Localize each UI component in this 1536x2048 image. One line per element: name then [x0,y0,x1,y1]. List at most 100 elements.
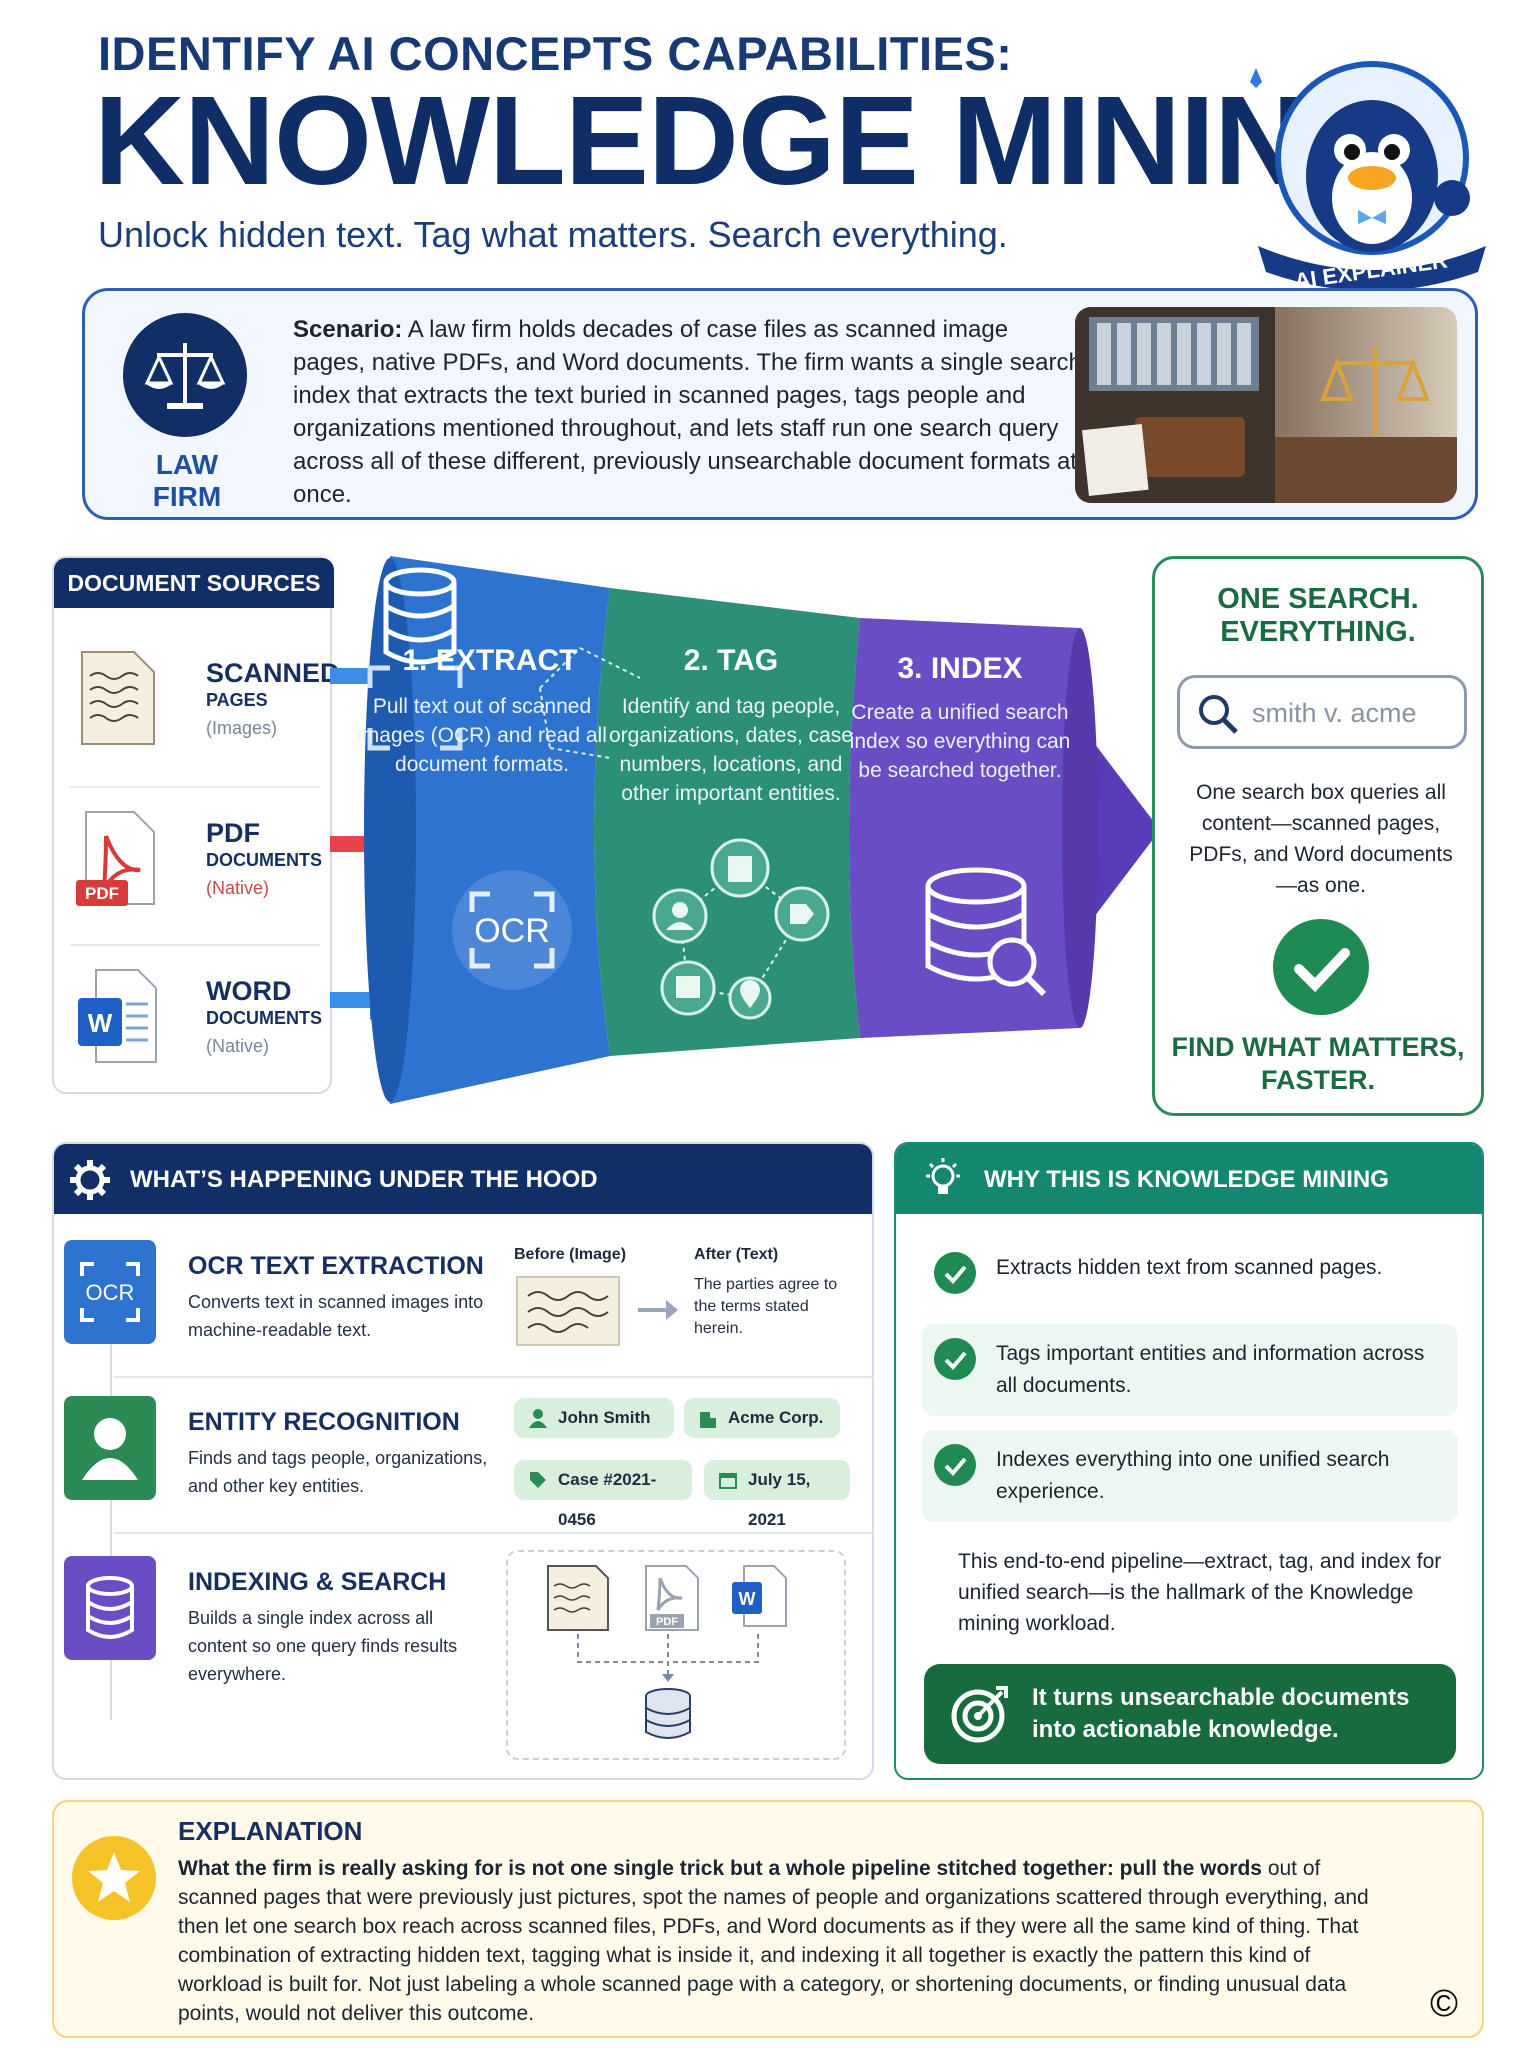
explanation-lead: What the firm is really asking for is no… [178,1857,1262,1880]
stage-text: Pull text out of scanned images (OCR) an… [357,695,607,776]
entity-chip: July 15, 2021 [704,1460,850,1529]
check-icon [934,1444,976,1486]
why-banner: It turns unsearchable documents into act… [924,1664,1456,1764]
target-icon [951,1686,1008,1743]
hood-row-desc: Builds a single index across all content… [188,1608,458,1684]
document-sources-panel: DOCUMENT SOURCES SCANNED PAGES (Images) … [52,556,340,1094]
entity-chip: John Smith [514,1398,674,1438]
why-banner-text: It turns unsearchable documents into act… [1032,1684,1410,1743]
entity-chip-label: Case #2021-0456 [558,1470,657,1529]
source-note: (Images) [206,718,278,738]
entity-network-icon [539,647,641,759]
why-item: Indexes everything into one unified sear… [922,1430,1458,1522]
penguin-mascot-icon: AI EXPLAINER [1250,61,1486,294]
entity-chip-label: John Smith [558,1408,651,1427]
source-note: (Native) [206,1036,270,1056]
source-scanned-pages: SCANNED PAGES (Images) [70,628,340,768]
pdf-icon: PDF [76,811,155,906]
under-the-hood-panel: WHAT’S HAPPENING UNDER THE HOOD OCR OCR … [52,1142,874,1780]
why-item-text: Indexes everything into one unified sear… [996,1448,1390,1503]
why-description: This end-to-end pipeline—extract, tag, a… [958,1550,1442,1635]
lightbulb-icon [926,1158,960,1194]
building-icon [700,1412,716,1428]
hood-row-ocr: OCR OCR TEXT EXTRACTION Converts text in… [64,1240,864,1372]
database-search-icon [920,860,1050,1000]
after-text: The parties agree to the terms stated he… [694,1276,838,1337]
explanation-text: What the firm is really asking for is no… [178,1854,1378,2028]
one-search-description: One search box queries all content—scann… [1189,781,1453,897]
word-icon-label: W [88,1008,113,1038]
explanation-panel: EXPLANATION What the firm is really aski… [52,1800,1484,2038]
hood-row-name: OCR TEXT EXTRACTION [188,1252,484,1280]
tag-icon [530,1472,546,1488]
after-label: After (Text) [694,1246,779,1263]
ocr-icon-label: OCR [86,1280,135,1305]
one-search-footer: FIND WHAT MATTERS, FASTER. [1171,1032,1465,1095]
word-icon: W [78,969,157,1063]
why-item: Tags important entities and information … [922,1324,1458,1416]
ocr-icon-label: OCR [474,912,550,950]
search-query: smith v. acme [1252,698,1417,728]
hood-row-desc: Finds and tags people, organizations, an… [188,1448,488,1496]
database-icon [645,1688,691,1739]
arrow-right-icon [638,1300,678,1320]
divider [114,1532,874,1534]
divider [114,1376,874,1378]
entity-chip: Acme Corp. [684,1398,840,1438]
scenario-panel: LAW FIRM Scenario: A law firm holds deca… [82,288,1478,520]
check-icon [1273,919,1369,1015]
hood-row-name: ENTITY RECOGNITION [188,1408,460,1436]
entity-chip-label: Acme Corp. [728,1408,824,1427]
scenario-lead: Scenario: [293,316,403,343]
hood-row-desc: Converts text in scanned images into mac… [188,1292,484,1340]
explanation-title: EXPLANATION [178,1816,363,1846]
hood-row-indexing: INDEXING & SEARCH Builds a single index … [64,1550,864,1760]
page-supertitle: IDENTIFY AI CONCEPTS CAPABILITIES: [98,27,1013,80]
one-search-title: ONE SEARCH. EVERYTHING. [1217,583,1419,648]
why-knowledge-mining-panel: WHY THIS IS KNOWLEDGE MINING Extracts hi… [894,1142,1484,1780]
ocr-icon: OCR [64,1240,156,1344]
check-icon [934,1252,976,1294]
page-tagline: Unlock hidden text. Tag what matters. Se… [98,214,1008,255]
source-name: PDF [206,818,260,848]
hood-row-entity: ENTITY RECOGNITION Finds and tags people… [64,1396,864,1536]
scanned-text-sample [516,1276,620,1346]
ocr-icon [367,665,463,751]
database-icon [64,1556,156,1660]
before-label: Before (Image) [514,1246,627,1263]
stage-title: 1. EXTRACT [402,644,578,677]
document-sources-title: DOCUMENT SOURCES [54,558,334,608]
search-input[interactable]: smith v. acme [1177,675,1467,749]
law-firm-label: LAW FIRM [152,449,222,512]
ocr-icon: OCR [452,870,572,990]
entity-chip-label: July 15, 2021 [748,1470,811,1529]
calendar-icon [719,1473,737,1489]
stage-text: Identify and tag people, organizations, … [609,695,853,805]
law-firm-icon [123,313,247,437]
copyright-icon: © [1430,1983,1458,2025]
entity-network-icon [650,838,850,1028]
scanned-page-icon [81,651,155,745]
why-title: WHY THIS IS KNOWLEDGE MINING [984,1166,1389,1193]
ai-explainer-badge: AI EXPLAINER [1238,58,1494,298]
source-name: WORD [206,976,292,1006]
source-sub: PAGES [206,690,268,710]
scenario-text: Scenario: A law firm holds decades of ca… [293,313,1083,511]
scenario-body: A law firm holds decades of case files a… [293,316,1082,508]
person-icon [529,1409,547,1428]
check-icon [934,1338,976,1380]
under-the-hood-title: WHAT’S HAPPENING UNDER THE HOOD [130,1166,598,1193]
stage-title: 3. INDEX [897,652,1023,685]
source-sub: DOCUMENTS [206,1008,322,1028]
explanation-body: out of scanned pages that were previousl… [178,1857,1369,2025]
under-the-hood-header: WHAT’S HAPPENING UNDER THE HOOD [54,1144,872,1214]
why-item-text: Extracts hidden text from scanned pages. [996,1256,1383,1279]
word-icon-label: W [739,1589,756,1609]
why-item-text: Tags important entities and information … [996,1342,1425,1397]
pdf-icon-label: PDF [85,884,119,903]
one-search-panel: ONE SEARCH. EVERYTHING. smith v. acme On… [1152,556,1484,1116]
database-search-icon [383,567,457,665]
source-word-documents: W WORD DOCUMENTS (Native) [70,944,322,1084]
search-icon [1199,695,1238,734]
pipeline-funnel: 1. EXTRACT Pull text out of scanned imag… [357,548,1180,1108]
